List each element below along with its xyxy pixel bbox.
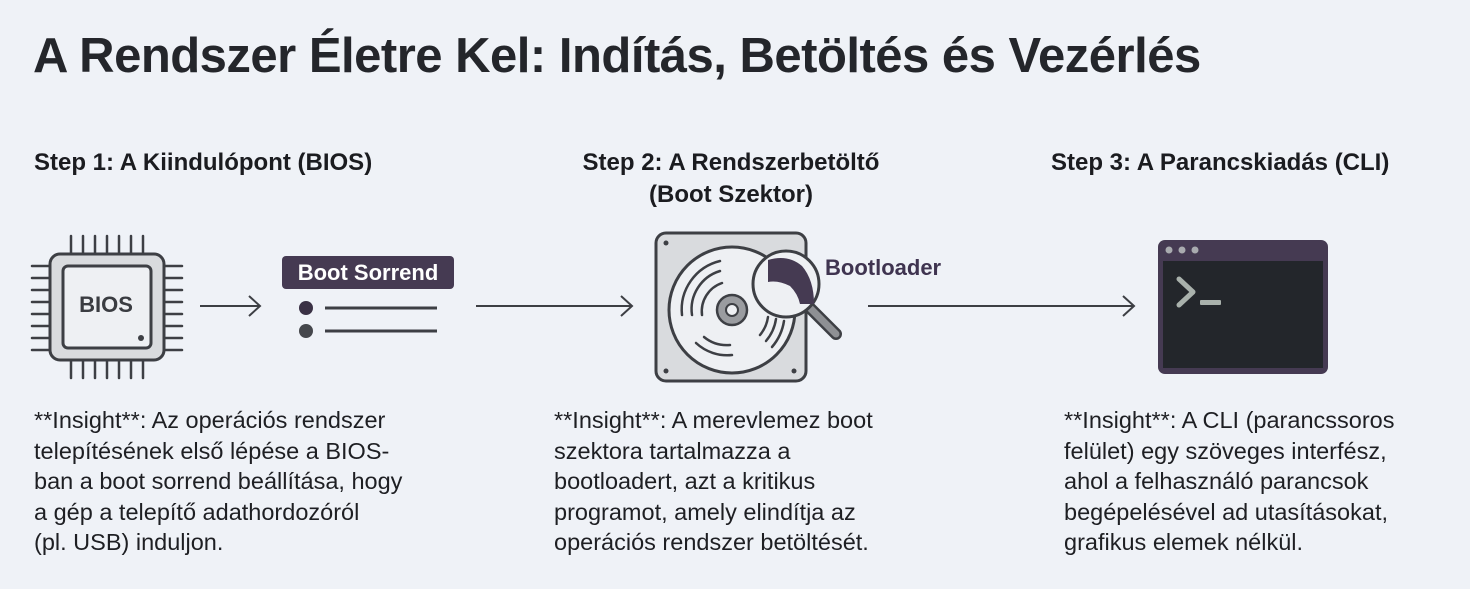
step-2-title-line1: Step 2: A Rendszerbetöltő bbox=[582, 149, 880, 176]
chip-label: BIOS bbox=[79, 292, 133, 317]
magnifier-icon bbox=[751, 249, 842, 340]
arrow-right-icon bbox=[868, 295, 1136, 317]
terminal-icon bbox=[1158, 240, 1328, 374]
arrow-right-icon bbox=[476, 295, 634, 317]
chip-icon bbox=[30, 234, 184, 380]
page-title: A Rendszer Életre Kel: Indítás, Betöltés… bbox=[33, 29, 1201, 83]
list-icon bbox=[299, 301, 437, 338]
step-2-insight: **Insight**: A merevlemez boot szektora … bbox=[554, 407, 873, 555]
step-3-insight: **Insight**: A CLI (parancssoros felület… bbox=[1064, 407, 1395, 555]
step-2-title: Step 2: A Rendszerbetöltő (Boot Szektor) bbox=[553, 147, 909, 211]
step-1-insight: **Insight**: Az operációs rendszer telep… bbox=[34, 407, 403, 555]
step-2-title-line2: (Boot Szektor) bbox=[649, 181, 813, 208]
step-3-title: Step 3: A Parancskiadás (CLI) bbox=[1051, 149, 1390, 176]
bootloader-callout: Bootloader bbox=[825, 255, 942, 280]
boot-order-badge: Boot Sorrend bbox=[282, 256, 454, 289]
arrow-right-icon bbox=[200, 295, 262, 317]
step-1-title: Step 1: A Kiindulópont (BIOS) bbox=[34, 149, 373, 176]
